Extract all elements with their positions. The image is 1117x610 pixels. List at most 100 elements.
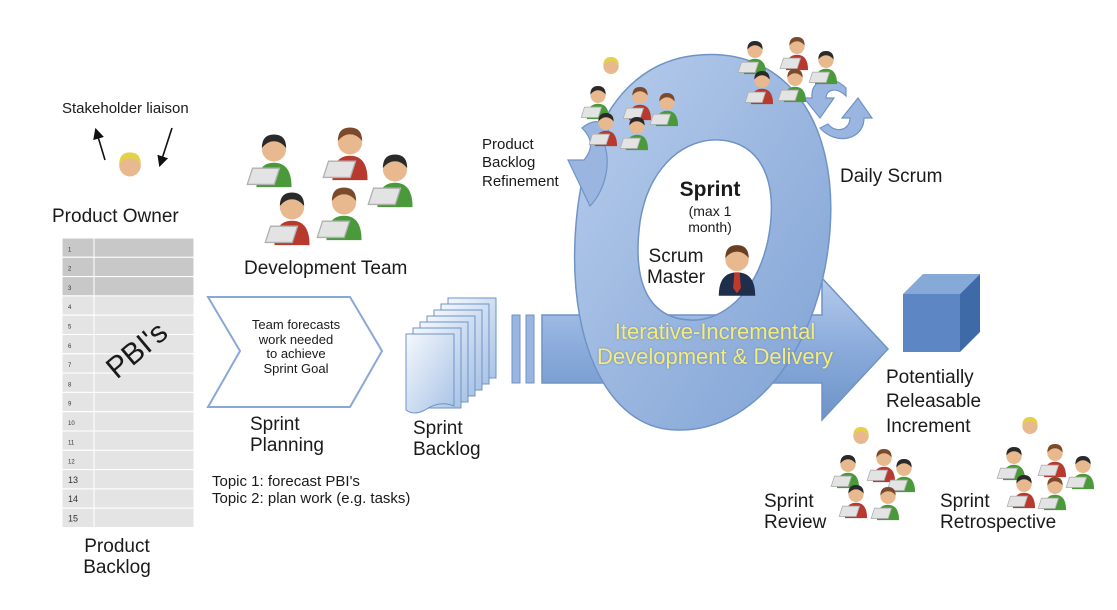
- backlog-row: 2: [61, 256, 195, 278]
- sprint-backlog-line-1: Sprint: [413, 418, 463, 439]
- sprint-backlog-label: Sprint Backlog: [413, 418, 481, 461]
- backlog-row-number: 6: [68, 344, 72, 350]
- planning-note-line-2: work needed: [258, 331, 334, 347]
- refinement-line-2: Backlog: [482, 154, 536, 172]
- increment-label: Potentially Releasable Increment: [886, 366, 981, 439]
- person-icon: [649, 92, 679, 127]
- person-icon: [870, 486, 900, 521]
- stakeholder-liaison-label: Stakeholder liaison: [62, 100, 189, 117]
- person-icon: [264, 192, 310, 246]
- scrum-master-line-1: Scrum: [648, 246, 704, 267]
- sprint-review-line-1: Sprint: [764, 491, 814, 512]
- backlog-row-number: 10: [68, 421, 75, 427]
- sprint-review-label: Sprint Review: [764, 491, 826, 534]
- backlog-row: 12: [61, 449, 195, 471]
- sprint-retrospective-label: Sprint Retrospective: [940, 491, 1056, 534]
- person-icon: [996, 446, 1026, 481]
- person-icon: [599, 56, 623, 91]
- person-icon: [619, 116, 649, 151]
- person-icon: [1037, 443, 1067, 478]
- backlog-row: 15: [61, 507, 195, 529]
- person-icon: [1037, 476, 1067, 511]
- sprint-duration: (max 1 month): [660, 203, 760, 235]
- person-icon: [737, 40, 767, 75]
- scrum-master-icon: [718, 245, 756, 296]
- person-icon: [808, 50, 838, 85]
- backlog-row: 3: [61, 276, 195, 297]
- backlog-row-number: 9: [68, 402, 72, 408]
- person-icon: [744, 70, 774, 105]
- refinement-line-3: Refinement: [482, 172, 559, 190]
- topics-label: Topic 1: forecast PBI's Topic 2: plan wo…: [212, 473, 411, 508]
- person-icon: [886, 458, 916, 493]
- person-icon: [866, 448, 896, 483]
- person-icon: [622, 86, 652, 121]
- sprint-planning-line-1: Sprint: [250, 414, 300, 435]
- scrum-master-line-2: Master: [646, 267, 706, 289]
- flow-bar-1: [511, 314, 521, 384]
- daily-scrum-loop-arrow-a: [802, 78, 847, 120]
- topic-1: Topic 1: forecast PBI's: [212, 473, 360, 490]
- product-backlog-label: Product Backlog: [74, 536, 160, 579]
- refinement-line-1: Product: [482, 136, 534, 153]
- backlog-row-number: 12: [68, 460, 75, 466]
- iterative-line-2: Development & Delivery: [597, 343, 833, 369]
- sprint-backlog-stack: [405, 297, 497, 414]
- topic-2: Topic 2: plan work (e.g. tasks): [212, 489, 411, 507]
- backlog-row-number: 7: [68, 363, 72, 369]
- person-icon: [114, 152, 146, 200]
- planning-note-line-3: to achieve: [266, 346, 326, 362]
- person-icon: [779, 36, 809, 71]
- sprint-planning-line-2: Planning: [250, 435, 324, 457]
- person-icon: [849, 426, 873, 461]
- backlog-row: 9: [61, 391, 195, 413]
- scrum-master-label: Scrum Master: [636, 246, 716, 289]
- flow-bar-2: [525, 314, 535, 384]
- backlog-row: 13: [61, 469, 195, 490]
- backlog-row: 1: [61, 237, 195, 258]
- iterative-line-1: Iterative-Incremental: [614, 319, 816, 344]
- backlog-row: 14: [61, 488, 195, 509]
- person-icon: [777, 68, 807, 103]
- backlog-row: 8: [61, 372, 195, 393]
- sprint-backlog-line-2: Backlog: [413, 439, 481, 461]
- sprint-retrospective-line-2: Retrospective: [940, 512, 1057, 534]
- backlog-row-number: 2: [68, 267, 72, 273]
- increment-cube: [903, 274, 980, 352]
- person-icon: [830, 454, 860, 489]
- refinement-label: Product Backlog Refinement: [482, 136, 559, 191]
- person-icon: [367, 154, 413, 208]
- backlog-row-number: 13: [68, 475, 78, 485]
- sprint-planning-chevron: [206, 296, 384, 408]
- sprint-planning-label: Sprint Planning: [250, 414, 324, 457]
- development-team-label: Development Team: [244, 258, 408, 279]
- backlog-row-number: 11: [68, 440, 75, 446]
- backlog-row: 4: [61, 295, 195, 316]
- backlog-row-number: 14: [68, 494, 78, 504]
- daily-scrum-loop-arrow-b: [819, 96, 874, 140]
- planning-note-line-1: Team forecasts: [251, 317, 341, 332]
- backlog-row: 10: [61, 411, 195, 432]
- arrow-up-stakeholder: [93, 127, 106, 161]
- backlog-row-number: 3: [68, 286, 72, 292]
- increment-line-2: Releasable: [886, 391, 982, 413]
- backlog-row: 5: [61, 314, 195, 336]
- person-icon: [588, 112, 618, 147]
- person-icon: [1018, 416, 1042, 451]
- increment-line-3: Increment: [886, 415, 971, 437]
- product-backlog-line-1: Product: [84, 536, 150, 557]
- person-icon: [838, 484, 868, 519]
- backlog-row: 6: [61, 334, 195, 355]
- product-backlog-line-2: Backlog: [83, 557, 151, 579]
- person-icon: [246, 134, 292, 188]
- sprint-duration-line-2: month): [688, 218, 732, 235]
- planning-note-line-4: Sprint Goal: [263, 360, 329, 376]
- product-owner-label: Product Owner: [52, 206, 179, 227]
- increment-line-1: Potentially: [886, 367, 974, 388]
- sprint-review-line-2: Review: [764, 512, 827, 534]
- person-icon: [1006, 474, 1036, 509]
- daily-scrum-label: Daily Scrum: [840, 166, 943, 187]
